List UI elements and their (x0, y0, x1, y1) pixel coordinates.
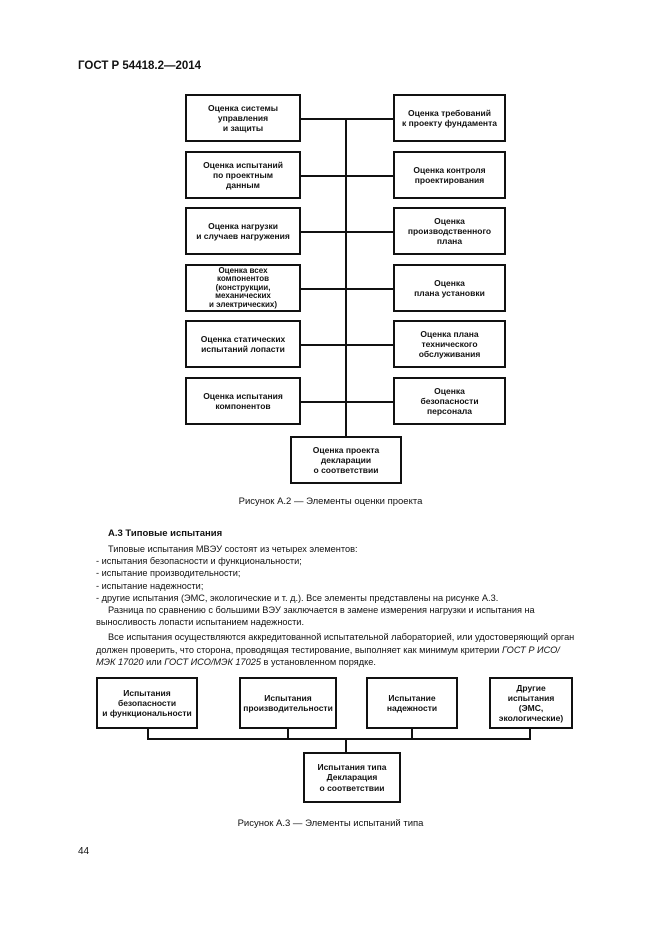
a2-connector (346, 288, 394, 290)
paragraph-accreditation: Все испытания осуществляются аккредитова… (96, 631, 578, 668)
a2-left-box-1: Оценка системы управления и защиты (185, 94, 301, 142)
a3-connector (287, 728, 289, 739)
list-item: - испытание производительности; (96, 568, 241, 579)
list-item: - другие испытания (ЭМС, экологические и… (96, 592, 499, 603)
figure-a2-caption: Рисунок А.2 — Элементы оценки проекта (238, 496, 423, 507)
list-item: - испытания безопасности и функционально… (96, 556, 302, 567)
a2-right-box-1: Оценка требований к проекту фундамента (393, 94, 506, 142)
paragraph-difference: Разница по сравнению с большими ВЭУ закл… (96, 605, 535, 628)
a2-connector (300, 288, 346, 290)
page-number: 44 (78, 846, 90, 857)
a2-left-box-6: Оценка испытания компонентов (185, 377, 301, 425)
para3-text: в установленном порядке. (260, 656, 376, 667)
a2-connector (346, 118, 394, 120)
a2-connector (300, 401, 346, 403)
a2-right-box-5: Оценка плана технического обслуживания (393, 320, 506, 368)
a3-bus-line (147, 738, 531, 740)
para3-text: или (143, 656, 165, 667)
a3-top-box-1: Испытания безопасности и функциональност… (96, 677, 198, 729)
a2-connector (300, 344, 346, 346)
a2-connector (300, 231, 346, 233)
a3-connector (345, 739, 347, 753)
a2-connector (300, 118, 346, 120)
a2-left-box-4: Оценка всех компонентов (конструкции, ме… (185, 264, 301, 312)
a2-right-box-3: Оценка производственного плана (393, 207, 506, 255)
section-heading: А.3 Типовые испытания (108, 528, 223, 539)
a2-left-box-3: Оценка нагрузки и случаев нагружения (185, 207, 301, 255)
a2-right-box-2: Оценка контроля проектирования (393, 151, 506, 199)
a2-bottom-box: Оценка проекта декларации о соответствии (290, 436, 402, 484)
a3-top-box-2: Испытания производительности (239, 677, 337, 729)
a2-connector (346, 175, 394, 177)
a3-bottom-box: Испытания типа Декларация о соответствии (303, 752, 401, 803)
figure-a3-caption: Рисунок А.3 — Элементы испытаний типа (237, 818, 424, 829)
a3-connector (411, 728, 413, 739)
a2-left-box-2: Оценка испытаний по проектным данным (185, 151, 301, 199)
a2-right-box-6: Оценка безопасности персонала (393, 377, 506, 425)
a2-right-box-4: Оценка плана установки (393, 264, 506, 312)
a2-connector (346, 401, 394, 403)
a2-connector (346, 344, 394, 346)
standard-reference: ГОСТ ИСО/МЭК 17025 (164, 656, 261, 667)
section-body: Типовые испытания МВЭУ состоят из четыре… (96, 543, 578, 668)
a2-spine-line (345, 118, 347, 436)
document-header: ГОСТ Р 54418.2—2014 (78, 60, 202, 72)
a3-connector (529, 728, 531, 739)
a3-connector (147, 728, 149, 739)
para3-text: Все испытания осуществляются аккредитова… (96, 632, 575, 655)
standard-reference: ГОСТ Р ИСО/МЭК 17020 (96, 644, 560, 667)
list-item: - испытание надежности; (96, 580, 204, 591)
a3-top-box-3: Испытание надежности (366, 677, 458, 729)
a2-left-box-5: Оценка статических испытаний лопасти (185, 320, 301, 368)
a2-connector (300, 175, 346, 177)
a3-top-box-4: Другие испытания (ЭМС, экологические) (489, 677, 573, 729)
a2-connector (346, 231, 394, 233)
section-intro: Типовые испытания МВЭУ состоят из четыре… (108, 544, 358, 554)
